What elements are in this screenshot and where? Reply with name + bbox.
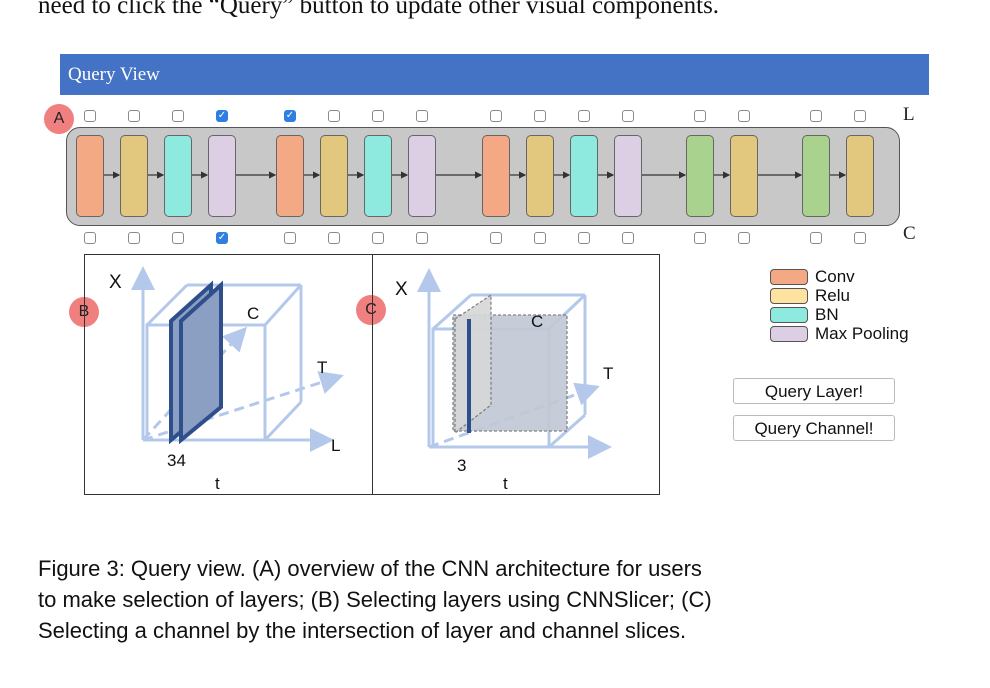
channel-checkbox[interactable] (578, 232, 590, 244)
layer-checkbox[interactable] (622, 110, 634, 122)
layer-checkbox[interactable] (490, 110, 502, 122)
caption-line: to make selection of layers; (B) Selecti… (38, 587, 712, 612)
channel-checkbox[interactable] (128, 232, 140, 244)
layer-block-max-pooling[interactable] (408, 135, 436, 217)
layer-checkbox[interactable] (372, 110, 384, 122)
layer-block-bn[interactable] (570, 135, 598, 217)
axis-x-label: X (395, 279, 408, 300)
query-layer-button[interactable]: Query Layer! (733, 378, 895, 404)
axis-x-label: X (109, 272, 122, 293)
layer-block-conv[interactable] (276, 135, 304, 217)
channel-checkbox[interactable] (172, 232, 184, 244)
query-channel-button[interactable]: Query Channel! (733, 415, 895, 441)
legend-swatch (770, 307, 808, 323)
channel-checkbox[interactable] (284, 232, 296, 244)
layer-block-relu[interactable] (526, 135, 554, 217)
axis-l-label: L (331, 436, 340, 455)
layer-checkbox[interactable] (810, 110, 822, 122)
layer-slice-plane[interactable] (454, 293, 492, 435)
channel-checkbox[interactable] (810, 232, 822, 244)
channel-checkbox[interactable] (490, 232, 502, 244)
layer-checkbox[interactable] (84, 110, 96, 122)
axis-c-label: C (531, 312, 543, 331)
row-label-l: L (903, 104, 915, 125)
architecture-connectors (104, 171, 847, 179)
intro-text: need to click the “Query” button to upda… (38, 0, 720, 19)
legend-label: BN (815, 305, 839, 324)
channel-checkbox[interactable] (738, 232, 750, 244)
legend-swatch (770, 288, 808, 304)
channel-checkbox[interactable] (416, 232, 428, 244)
layer-block-bn[interactable] (364, 135, 392, 217)
layer-block-dense[interactable] (686, 135, 714, 217)
axis-t-label: T (317, 358, 327, 377)
channel-checkbox[interactable] (84, 232, 96, 244)
axis-bottom-label: t (215, 474, 220, 493)
row-label-c: C (903, 223, 916, 244)
tag-c: C (356, 295, 386, 325)
layer-block-relu[interactable] (730, 135, 758, 217)
channel-checkbox[interactable] (216, 232, 228, 244)
layer-block-bn[interactable] (164, 135, 192, 217)
channel-checkbox[interactable] (622, 232, 634, 244)
query-view-header: Query View (60, 54, 929, 95)
channel-checkbox[interactable] (694, 232, 706, 244)
slice-index: 3 (457, 456, 466, 475)
slice-index: 34 (167, 451, 186, 470)
legend-label: Conv (815, 267, 855, 286)
layer-checkbox[interactable] (216, 110, 228, 122)
layer-block-conv[interactable] (482, 135, 510, 217)
axis-c-label: C (247, 304, 259, 323)
legend-swatch (770, 269, 808, 285)
layer-slicer-cube[interactable]: X C T L 34 t (85, 255, 374, 496)
channel-checkbox[interactable] (534, 232, 546, 244)
layer-block-relu[interactable] (320, 135, 348, 217)
layer-checkbox[interactable] (578, 110, 590, 122)
caption-line: Figure 3: Query view. (A) overview of th… (38, 556, 702, 581)
layer-checkbox[interactable] (534, 110, 546, 122)
channel-checkbox[interactable] (854, 232, 866, 244)
layer-checkbox[interactable] (694, 110, 706, 122)
layer-slice[interactable] (169, 280, 223, 445)
slicer-panel-c[interactable]: X C T 3 t (372, 254, 660, 495)
legend-label: Max Pooling (815, 324, 909, 343)
channel-checkbox[interactable] (372, 232, 384, 244)
layer-block-max-pooling[interactable] (208, 135, 236, 217)
layer-block-conv[interactable] (76, 135, 104, 217)
layer-block-dense[interactable] (802, 135, 830, 217)
channel-checkbox[interactable] (328, 232, 340, 244)
channel-slicer-cube[interactable]: X C T 3 t (373, 255, 661, 496)
axis-bottom-label: t (503, 474, 508, 493)
layer-checkbox[interactable] (172, 110, 184, 122)
layer-block-relu[interactable] (120, 135, 148, 217)
layer-block-relu[interactable] (846, 135, 874, 217)
legend-label: Relu (815, 286, 850, 305)
layer-checkbox[interactable] (328, 110, 340, 122)
layer-checkbox[interactable] (738, 110, 750, 122)
layer-checkbox[interactable] (284, 110, 296, 122)
layer-checkbox[interactable] (854, 110, 866, 122)
tag-a: A (44, 104, 74, 134)
layer-block-max-pooling[interactable] (614, 135, 642, 217)
figure-caption: Figure 3: Query view. (A) overview of th… (38, 553, 968, 646)
legend-swatch (770, 326, 808, 342)
slicer-panel-b[interactable]: X C T L 34 t (84, 254, 373, 495)
layer-checkbox[interactable] (128, 110, 140, 122)
caption-line: Selecting a channel by the intersection … (38, 618, 687, 643)
layer-checkbox[interactable] (416, 110, 428, 122)
axis-t-label: T (603, 364, 613, 383)
